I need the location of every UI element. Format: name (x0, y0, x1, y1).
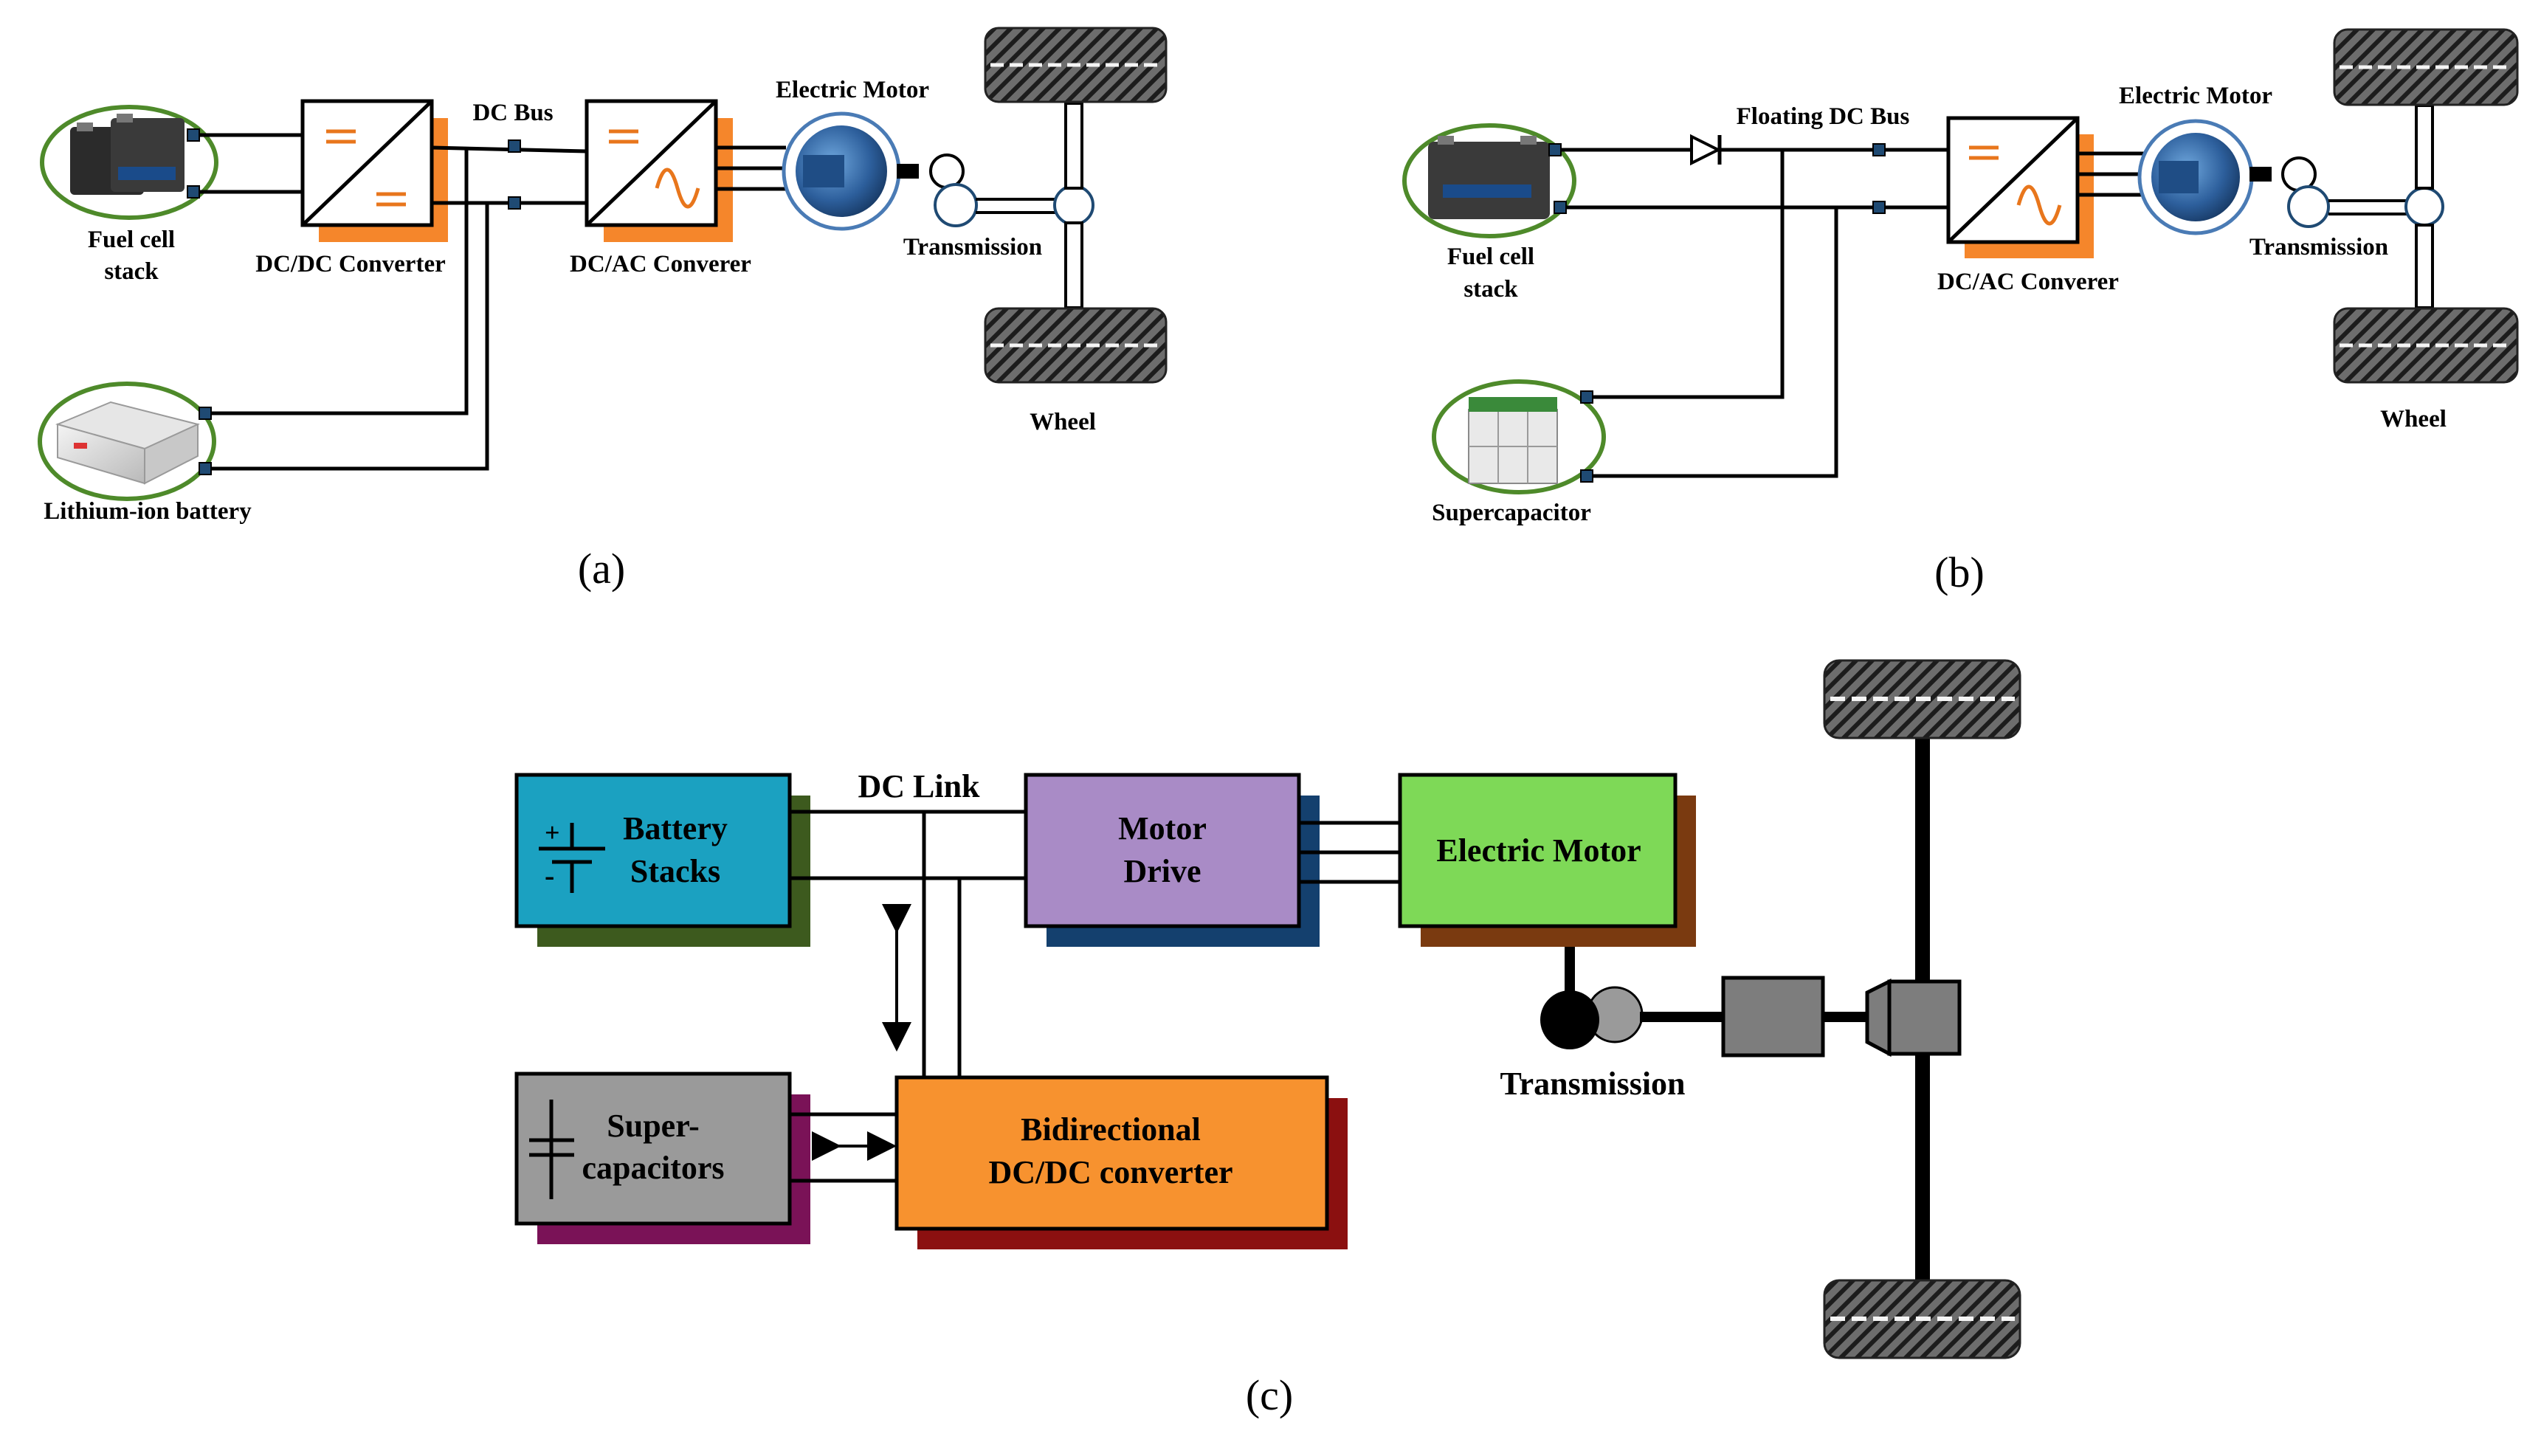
electric-motor-icon (2137, 119, 2272, 235)
minus-sign: - (545, 859, 554, 892)
supercapacitors-label-2: capacitors (582, 1150, 724, 1186)
electric-motor-label-c: Electric Motor (1436, 832, 1641, 869)
bidirectional-label-1: Bidirectional (1021, 1111, 1201, 1148)
tire-icon (984, 27, 1168, 103)
panel-a: Fuel cell stack DC/DC Converter DC Bus (38, 27, 1168, 593)
capacitor-symbol-icon (529, 1100, 574, 1199)
terminal (508, 196, 521, 210)
fuel-cell-label-a2: stack (104, 258, 159, 285)
wire (1587, 150, 1785, 399)
motor-drive-label-1: Motor (1118, 810, 1207, 846)
dcdc-converter-label: DC/DC Converter (255, 251, 446, 277)
panel-b: Fuel cell stack Floating DC Bus Superca (1402, 28, 2519, 596)
tire-icon (1823, 1279, 2021, 1359)
transmission-label-a: Transmission (903, 234, 1042, 261)
tire-icon (984, 307, 1168, 384)
terminal (187, 128, 200, 142)
bidirectional-label-2: DC/DC converter (988, 1154, 1232, 1190)
terminal (1548, 143, 1562, 156)
wheel-label-b: Wheel (2380, 406, 2447, 432)
transmission-label-c: Transmission (1500, 1066, 1685, 1102)
caption-c: (c) (1246, 1371, 1293, 1419)
battery-label: Lithium-ion battery (44, 498, 252, 525)
terminal (199, 407, 212, 420)
dcac-converter-label: DC/AC Converer (570, 251, 751, 277)
terminal (1580, 390, 1593, 404)
battery-stacks-label-1: Battery (623, 810, 728, 846)
transmission-label-b: Transmission (2249, 234, 2388, 261)
caption-a: (a) (578, 545, 625, 593)
axle (1064, 102, 1083, 190)
terminal (1872, 201, 1886, 214)
transmission-icon (2281, 156, 2444, 228)
dcac-converter-block (585, 99, 733, 242)
battery-pack-icon (38, 382, 216, 501)
dcac-converter-block (1946, 116, 2094, 258)
axle (1064, 221, 1083, 309)
electric-motor-label-b: Electric Motor (2119, 83, 2272, 109)
axle (2415, 224, 2434, 309)
battery-symbol-icon: + - (539, 818, 605, 893)
motor-drive-block (1024, 773, 1320, 947)
electric-motor-block (1398, 773, 1696, 947)
wire (1587, 207, 1838, 478)
axle (2415, 104, 2434, 190)
terminal (187, 185, 200, 199)
motor-drive-label-2: Drive (1123, 853, 1201, 889)
caption-b: (b) (1934, 548, 1985, 596)
transmission-icon (1540, 976, 1962, 1058)
terminal (508, 139, 521, 153)
wire (205, 148, 469, 415)
fuel-cell-icon (1402, 123, 1576, 238)
supercapacitor-icon (1432, 379, 1606, 494)
terminal (1554, 201, 1567, 214)
tire-icon (2333, 307, 2519, 384)
tire-icon (2333, 28, 2519, 106)
terminal (1872, 143, 1886, 156)
plus-sign: + (545, 818, 560, 847)
diode-icon (1690, 134, 1722, 166)
terminal (199, 462, 212, 475)
transmission-icon (929, 153, 1094, 227)
supercapacitors-label-1: Super- (607, 1108, 700, 1144)
dcac-converter-label-b: DC/AC Converer (1937, 269, 2119, 295)
electric-motor-icon (782, 111, 919, 231)
dcdc-converter-block (300, 99, 448, 242)
fuel-cell-icon (40, 105, 218, 220)
fuel-cell-label-b1: Fuel cell (1447, 244, 1534, 270)
supercapacitors-block (514, 1072, 810, 1244)
supercapacitor-label: Supercapacitor (1432, 500, 1591, 526)
panel-c: + - Battery Stacks DC Link Motor Drive E… (514, 659, 2021, 1419)
dc-link-label: DC Link (858, 768, 980, 804)
electric-motor-label-a: Electric Motor (776, 77, 929, 103)
wire (205, 203, 489, 471)
battery-stacks-block: + - (514, 773, 810, 947)
fuel-cell-label-b2: stack (1463, 276, 1518, 303)
battery-stacks-label-2: Stacks (630, 853, 720, 889)
tire-icon (1823, 659, 2021, 739)
wheel-label-a: Wheel (1030, 409, 1096, 435)
bidirectional-converter-block (894, 1075, 1348, 1249)
terminal (1580, 469, 1593, 483)
fuel-cell-label-a1: Fuel cell (88, 227, 175, 253)
dc-bus-label: DC Bus (472, 100, 553, 126)
floating-dc-bus-label: Floating DC Bus (1737, 103, 1910, 130)
